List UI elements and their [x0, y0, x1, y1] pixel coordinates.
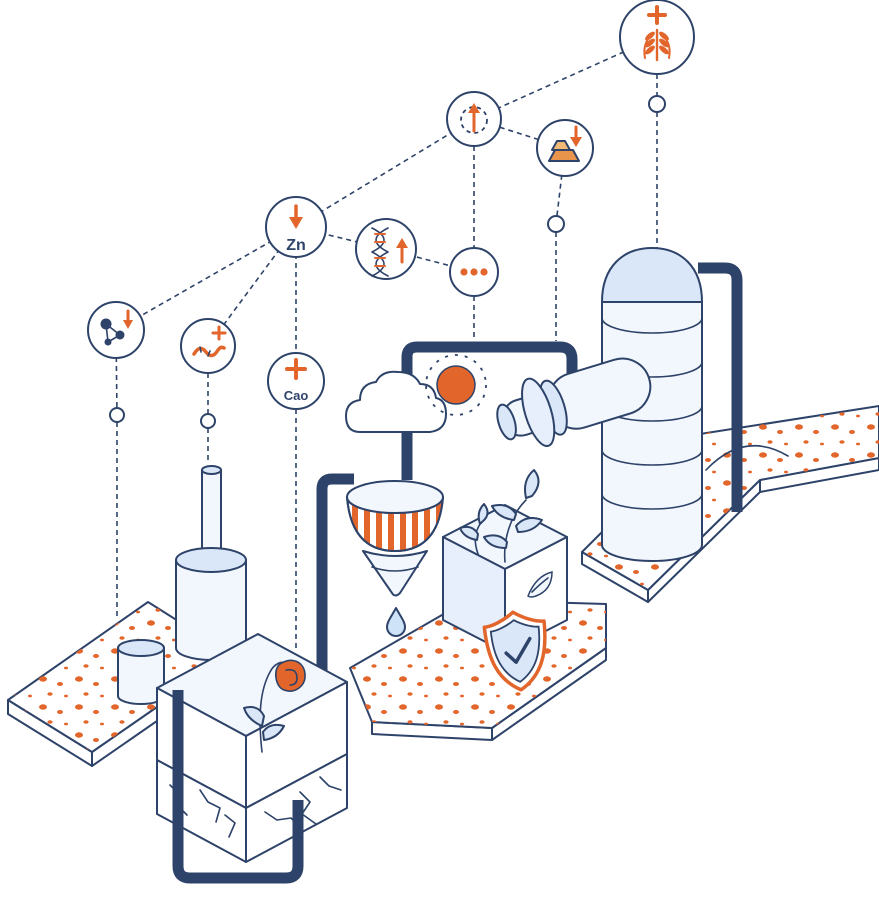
badge-minerals	[536, 119, 594, 177]
flower-head	[275, 659, 306, 692]
processing-funnel	[346, 480, 444, 637]
water-drop-icon	[386, 607, 406, 637]
tower-exhaust-pipe	[698, 262, 743, 512]
dna-arrow-up-icon	[371, 227, 408, 277]
zinc-label: Zn	[286, 237, 306, 254]
worm-plus-icon	[192, 325, 227, 358]
cloud-icon	[345, 370, 447, 433]
badge-nutrient-cycle	[446, 91, 502, 147]
badge-zinc: Zn	[265, 196, 327, 258]
shield-check-icon	[482, 610, 547, 692]
badge-dna	[355, 218, 417, 280]
gold-ingots-arrow-down-icon	[548, 125, 582, 162]
badge-worm	[180, 318, 236, 374]
soil-mound	[705, 444, 789, 471]
zinc-arrow-down-icon	[289, 204, 303, 229]
injection-pipe	[316, 473, 354, 700]
connector-cylinder	[496, 357, 652, 448]
wilted-flower	[243, 659, 306, 753]
cycle-arrow-up-icon	[460, 103, 488, 134]
ellipsis-icon	[460, 268, 488, 276]
network-junction-dots	[109, 95, 666, 429]
small-tank	[117, 639, 165, 705]
leaf-decal	[527, 571, 553, 598]
process-pipe	[401, 341, 578, 480]
badge-wheat-growth	[619, 0, 695, 75]
badge-more	[449, 247, 499, 297]
molecule-arrow-down-icon	[100, 309, 133, 346]
leaf-branch	[459, 469, 543, 563]
underground-pipe-loop	[172, 690, 304, 884]
calcium-oxide-label: Cao	[284, 388, 309, 403]
badge-molecule	[87, 301, 145, 359]
check-mark-icon	[504, 636, 532, 664]
sun-icon	[425, 354, 487, 416]
plus-icon	[285, 358, 307, 380]
healthy-soil-box	[442, 469, 568, 653]
factory-chimney	[175, 465, 247, 661]
badge-calcium-oxide: Cao	[267, 352, 325, 410]
wheat-plus-icon	[643, 5, 671, 62]
